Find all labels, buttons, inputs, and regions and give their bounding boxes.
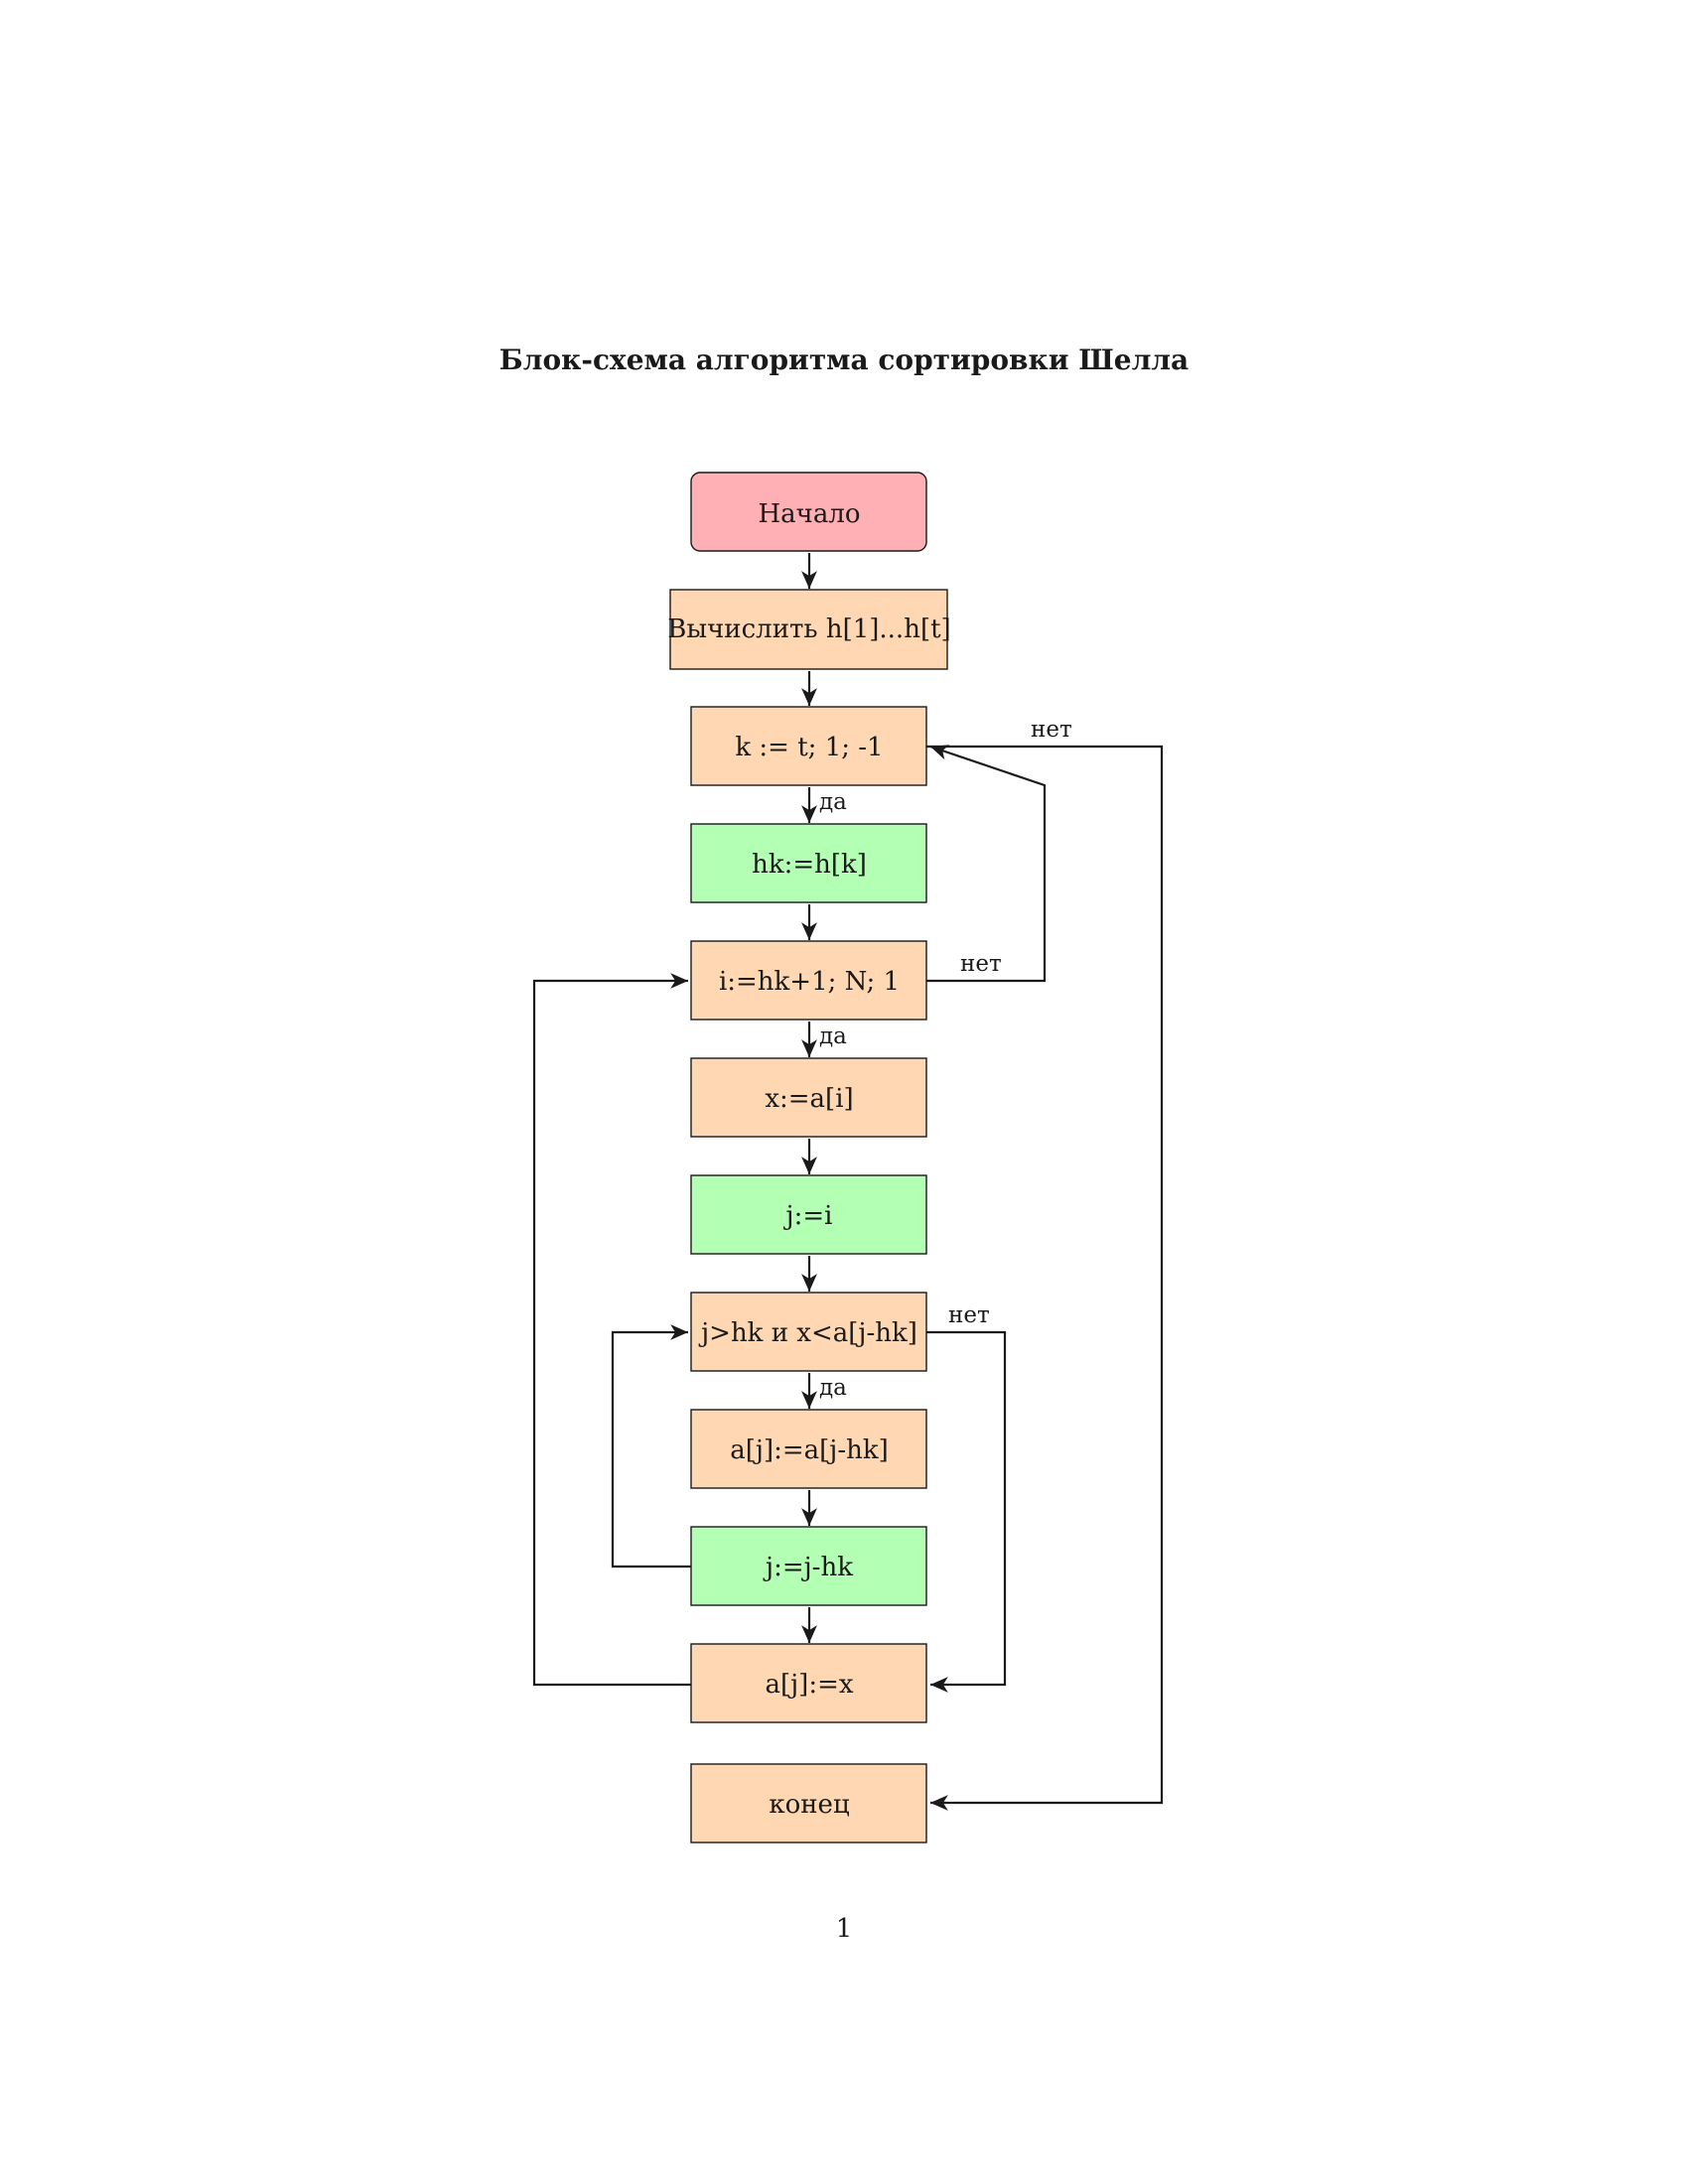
node-insert-label: a[j]:=x [765, 1670, 853, 1700]
node-hk: hk:=h[k] [690, 823, 927, 903]
node-insert: a[j]:=x [690, 1643, 927, 1723]
node-cond-while: j>hk и x<a[j-hk] [690, 1292, 927, 1372]
edge-insert-back-to-loop-i [532, 973, 691, 1687]
node-j-dec-label: j:=j-hk [763, 1553, 853, 1582]
node-shift: a[j]:=a[j-hk] [690, 1409, 927, 1489]
edge-label-loop-k-yes: да [819, 789, 847, 815]
node-insert-box [690, 1643, 927, 1723]
node-loop-i-box [690, 940, 927, 1021]
edge-jdec-back-to-cond [611, 1324, 691, 1569]
node-x-assign-label: x:=a[i] [765, 1084, 853, 1114]
node-end-box [690, 1763, 927, 1843]
edge-label-loop-i-no: нет [960, 951, 1002, 977]
edge-loop-i-no-back-to-loop-k [926, 745, 1047, 983]
node-j-dec-box [690, 1526, 927, 1606]
node-shift-box [690, 1409, 927, 1489]
node-loop-k-box [690, 706, 927, 786]
node-x-assign: x:=a[i] [690, 1057, 927, 1138]
node-hk-label: hk:=h[k] [752, 850, 867, 880]
edge-cond-no-to-insert [926, 1330, 1007, 1693]
page-title: Блок-схема алгоритма сортировки Шелла [498, 343, 1190, 376]
edge-label-loop-k-no: нет [1031, 717, 1072, 743]
node-j-dec: j:=j-hk [690, 1526, 927, 1606]
edge-label-cond-yes: да [819, 1375, 847, 1401]
node-j-assign-label: j:=i [783, 1201, 833, 1231]
node-loop-i: i:=hk+1; N; 1 [690, 940, 927, 1021]
node-compute-h-box [669, 589, 948, 670]
node-cond-while-label: j>hk и x<a[j-hk] [698, 1318, 917, 1348]
node-loop-k: k := t; 1; -1 [690, 706, 927, 786]
edge-label-loop-i-yes: да [819, 1024, 847, 1049]
node-end: конец [690, 1763, 927, 1843]
edge-label-cond-no: нет [948, 1302, 990, 1328]
node-start-box [690, 472, 927, 552]
node-loop-i-label: i:=hk+1; N; 1 [719, 967, 900, 997]
node-loop-k-label: k := t; 1; -1 [735, 733, 883, 762]
node-j-assign: j:=i [690, 1174, 927, 1255]
node-j-assign-box [690, 1174, 927, 1255]
node-start: Начало [690, 472, 927, 552]
node-end-label: конец [769, 1790, 850, 1820]
node-compute-h: Вычислить h[1]...h[t] [667, 589, 951, 670]
node-x-assign-box [690, 1057, 927, 1138]
node-compute-h-label: Вычислить h[1]...h[t] [667, 614, 950, 644]
node-hk-box [690, 823, 927, 903]
node-start-label: Начало [758, 499, 860, 529]
node-cond-while-box [690, 1292, 927, 1372]
page-number: 1 [835, 1914, 853, 1944]
node-shift-label: a[j]:=a[j-hk] [730, 1435, 889, 1465]
edge-loop-k-no-to-end [930, 745, 1164, 1811]
